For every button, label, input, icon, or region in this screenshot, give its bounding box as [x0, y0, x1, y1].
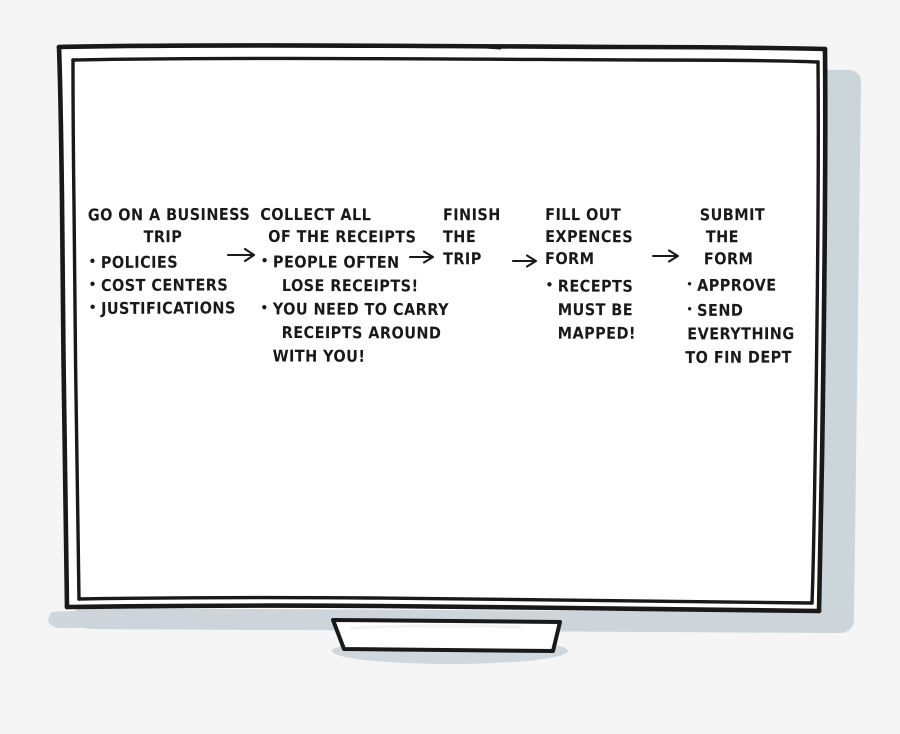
step-2-bullet-2-text: YOU NEED TO CARRY RECEIPTS AROUND WITH Y… [272, 300, 449, 367]
step-1-heading-line-2: TRIP [143, 228, 183, 247]
step-4-bullet-1: • RECEPTS MUST BE MAPPED! [544, 275, 655, 343]
frame-top-notch [484, 45, 502, 50]
bullet-dot-icon: • [686, 302, 694, 317]
bullet-dot-icon: • [260, 251, 269, 270]
step-1-bullet-3-text: JUSTIFICATIONS [101, 299, 236, 319]
step-1-bullet-2-text: COST CENTERS [100, 276, 229, 296]
step-1-bullet-3: • JUSTIFICATIONS [88, 298, 238, 320]
arrow-step-1-to-2 [226, 244, 260, 270]
step-5-bullet-1: • APPROVE [686, 275, 811, 296]
bullet-dot-icon: • [88, 275, 97, 294]
step-1-bullet-1: • POLICIES [88, 252, 238, 274]
flow-step-2[interactable]: COLLECT ALL OF THE RECEIPTS • PEOPLE OFT… [259, 206, 449, 367]
arrow-step-3-to-4 [511, 250, 541, 276]
step-1-bullet-2: • COST CENTERS [88, 275, 238, 297]
step-2-heading-line-2: OF THE RECEIPTS [268, 228, 417, 247]
step-2-bullet-1-text: PEOPLE OFTEN LOSE RECEIPTS! [272, 253, 419, 296]
bullet-dot-icon: • [88, 298, 98, 317]
step-3-heading-line-3: TRIP [443, 250, 482, 269]
step-2-bullet-2: • YOU NEED TO CARRY RECEIPTS AROUND WITH… [259, 298, 449, 367]
flow-step-5[interactable]: SUBMIT THE FORM • APPROVE • SEND EVERYTH… [685, 206, 812, 368]
bullet-dot-icon: • [685, 277, 694, 292]
step-2-bullet-1: • PEOPLE OFTEN LOSE RECEIPTS! [260, 251, 432, 296]
board-face [60, 47, 826, 612]
step-5-bullet-2-text: SEND EVERYTHING TO FIN DEPT [685, 302, 795, 368]
whiteboard-tray [331, 618, 562, 653]
bullet-dot-icon: • [259, 298, 269, 317]
flow-step-1[interactable]: GO ON A BUSINESS TRIP • POLICIES • COST … [88, 206, 250, 320]
step-1-bullet-1-text: POLICIES [100, 254, 179, 273]
step-5-bullet-1-text: APPROVE [697, 277, 777, 296]
arrow-step-2-to-3 [408, 246, 438, 272]
arrow-step-4-to-5 [651, 245, 683, 271]
flow-step-3[interactable]: FINISH THE TRIP [443, 206, 509, 272]
bullet-dot-icon: • [87, 252, 97, 271]
board-frame-inner [71, 56, 820, 605]
board-frame-outer [56, 43, 828, 614]
flow-step-4[interactable]: FILL OUT EXPENCES FORM • RECEPTS MUST BE… [544, 206, 655, 344]
step-5-heading-line-3: FORM [703, 250, 754, 269]
step-5-bullet-2: • SEND EVERYTHING TO FIN DEPT [685, 300, 811, 367]
bullet-dot-icon: • [544, 275, 554, 294]
step-4-bullet-1-text: RECEPTS MUST BE MAPPED! [557, 278, 636, 344]
step-4-heading-line-3: FORM [545, 250, 595, 269]
